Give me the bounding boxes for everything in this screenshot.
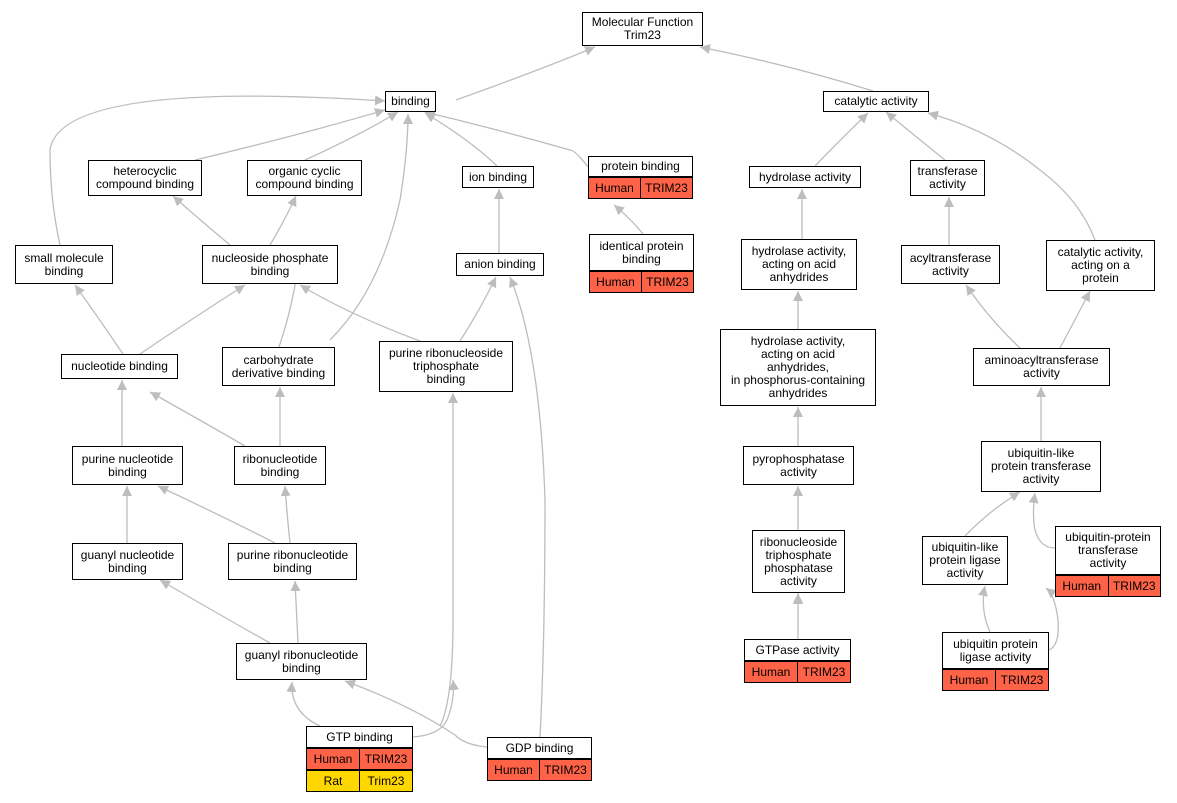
is-a-edge: [613, 204, 644, 235]
is-a-edge: [149, 391, 246, 447]
is-a-edge: [509, 276, 546, 738]
gene-label: TRIM23: [797, 662, 850, 682]
is-a-edge: [304, 111, 399, 161]
go-node-ion-binding[interactable]: ion binding: [462, 166, 534, 188]
is-a-edge: [329, 113, 413, 341]
is-a-edge: [459, 276, 497, 342]
gene-label: TRIM23: [641, 272, 693, 292]
gene-label: TRIM23: [640, 178, 692, 198]
is-a-edge: [1059, 290, 1091, 349]
gene-label: TRIM23: [539, 760, 591, 780]
annotation-row-human: Human TRIM23: [487, 759, 592, 781]
is-a-edge: [280, 485, 291, 544]
annotation-row-human: Human TRIM23: [589, 271, 694, 293]
is-a-edge: [885, 111, 946, 161]
is-a-edge: [927, 110, 1096, 241]
is-a-edge: [290, 580, 301, 644]
annotation-row-human: Human TRIM23: [942, 669, 1049, 691]
is-a-edge: [49, 95, 386, 246]
is-a-edge: [344, 679, 488, 748]
species-label: Human: [1062, 579, 1102, 593]
annotation-row-rat: Rat Trim23: [306, 770, 413, 792]
go-node-gtp-binding[interactable]: GTP binding: [306, 726, 413, 748]
is-a-edge: [978, 585, 991, 633]
species-label: Human: [595, 181, 634, 195]
is-a-edge: [964, 491, 1021, 537]
is-a-edge: [439, 393, 458, 727]
is-a-edge: [159, 579, 271, 644]
annotation-row-human: Human TRIM23: [588, 177, 693, 199]
is-a-edge: [157, 485, 276, 544]
species-label: Human: [494, 763, 533, 777]
go-node-anion-binding[interactable]: anion binding: [456, 253, 544, 276]
is-a-edge: [455, 46, 596, 101]
species-label: Human: [949, 673, 989, 687]
gene-label: TRIM23: [995, 670, 1048, 690]
is-a-edge: [965, 284, 1021, 349]
is-a-edge: [194, 108, 386, 161]
is-a-edge: [699, 44, 874, 92]
species-label: Rat: [323, 774, 343, 788]
is-a-edge: [139, 284, 246, 355]
annotation-row-human: Human TRIM23: [306, 748, 413, 770]
annotation-row-human: Human TRIM23: [744, 661, 851, 683]
go-node-hydrolase-activity[interactable]: hydrolase activity: [749, 166, 861, 188]
species-label: Human: [596, 275, 635, 289]
gene-label: TRIM23: [1107, 576, 1161, 596]
go-node-nucleotide-binding[interactable]: nucleotide binding: [61, 354, 178, 379]
is-a-edge: [172, 195, 231, 246]
is-a-edge: [1045, 587, 1059, 651]
species-label: Human: [751, 665, 791, 679]
is-a-edge: [299, 284, 421, 342]
go-node-catalytic-activity[interactable]: catalytic activity: [823, 91, 929, 112]
species-label: Human: [313, 752, 353, 766]
annotation-row-human: Human TRIM23: [1055, 575, 1161, 597]
is-a-edge: [424, 109, 589, 168]
go-node-protein-binding[interactable]: protein binding: [588, 156, 693, 177]
is-a-edge: [286, 681, 321, 727]
gene-label: TRIM23: [359, 749, 412, 769]
gene-label: Trim23: [359, 771, 412, 791]
go-node-binding[interactable]: binding: [385, 91, 436, 112]
is-a-edge: [74, 284, 124, 355]
is-a-edge: [269, 195, 297, 246]
is-a-edge: [814, 112, 869, 167]
go-node-gdp-binding[interactable]: GDP binding: [487, 737, 592, 759]
is-a-edge: [412, 679, 459, 738]
is-a-edge: [1028, 492, 1056, 549]
go-node-gtpase-activity[interactable]: GTPase activity: [744, 639, 851, 661]
